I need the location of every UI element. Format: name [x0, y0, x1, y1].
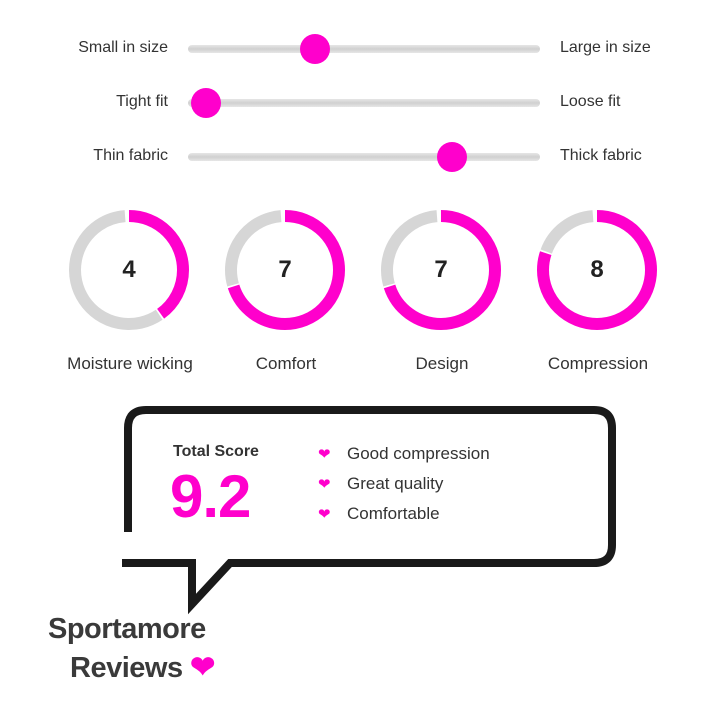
slider-right-label: Thick fabric [560, 147, 642, 164]
slider-track[interactable] [188, 142, 540, 172]
brand-tagline: Reviews ❤ [70, 650, 215, 685]
rating-label: Compression [547, 354, 649, 373]
ring-remaining-arc [69, 210, 189, 330]
slider-left-label: Thin fabric [93, 147, 168, 164]
total-score-title: Total Score [173, 443, 259, 460]
rating-ring: 7 [379, 208, 503, 332]
ring-gauge [69, 210, 189, 330]
slider-right-label: Large in size [560, 39, 651, 56]
pro-text: Good compression [347, 444, 490, 463]
slider-thumb[interactable] [437, 142, 467, 172]
rating-score: 8 [590, 256, 604, 283]
pro-text: Great quality [347, 474, 444, 493]
pro-item: ❤ Comfortable [318, 504, 440, 524]
pro-item: ❤ Great quality [318, 474, 443, 494]
rating-ring: 4 [67, 208, 191, 332]
rating-label: Design [415, 354, 469, 373]
rating-score: 7 [434, 256, 448, 283]
slider-left-label: Small in size [78, 39, 168, 56]
slider-right-label: Loose fit [560, 93, 621, 110]
ring-score-arc [537, 210, 657, 330]
ring-score-arc [381, 210, 501, 330]
slider-track[interactable] [188, 34, 540, 64]
heart-icon: ❤ [190, 651, 215, 684]
pro-text: Comfortable [347, 504, 440, 523]
ring-gauge [537, 210, 657, 330]
heart-icon: ❤ [318, 506, 331, 523]
heart-icon: ❤ [318, 446, 331, 463]
brand-name: Sportamore [48, 613, 206, 645]
slider-thumb[interactable] [299, 34, 330, 64]
rating-label: Moisture wicking [67, 354, 193, 373]
rating-score: 7 [278, 256, 292, 283]
ring-gauge [225, 210, 345, 330]
ring-score-arc [69, 210, 189, 330]
ring-score-arc [225, 210, 345, 330]
brand-tagline-text: Reviews [70, 652, 183, 684]
slider-thumb[interactable] [190, 88, 221, 118]
rating-ring: 8 [535, 208, 659, 332]
slider-track[interactable] [188, 88, 540, 118]
heart-icon: ❤ [318, 476, 331, 493]
pro-item: ❤ Good compression [318, 444, 490, 464]
rating-score: 4 [122, 256, 136, 283]
ring-gauge [381, 210, 501, 330]
total-score-value: 9.2 [170, 463, 251, 530]
slider-left-label: Tight fit [116, 93, 168, 110]
rating-ring: 7 [223, 208, 347, 332]
rating-label: Comfort [255, 354, 317, 373]
